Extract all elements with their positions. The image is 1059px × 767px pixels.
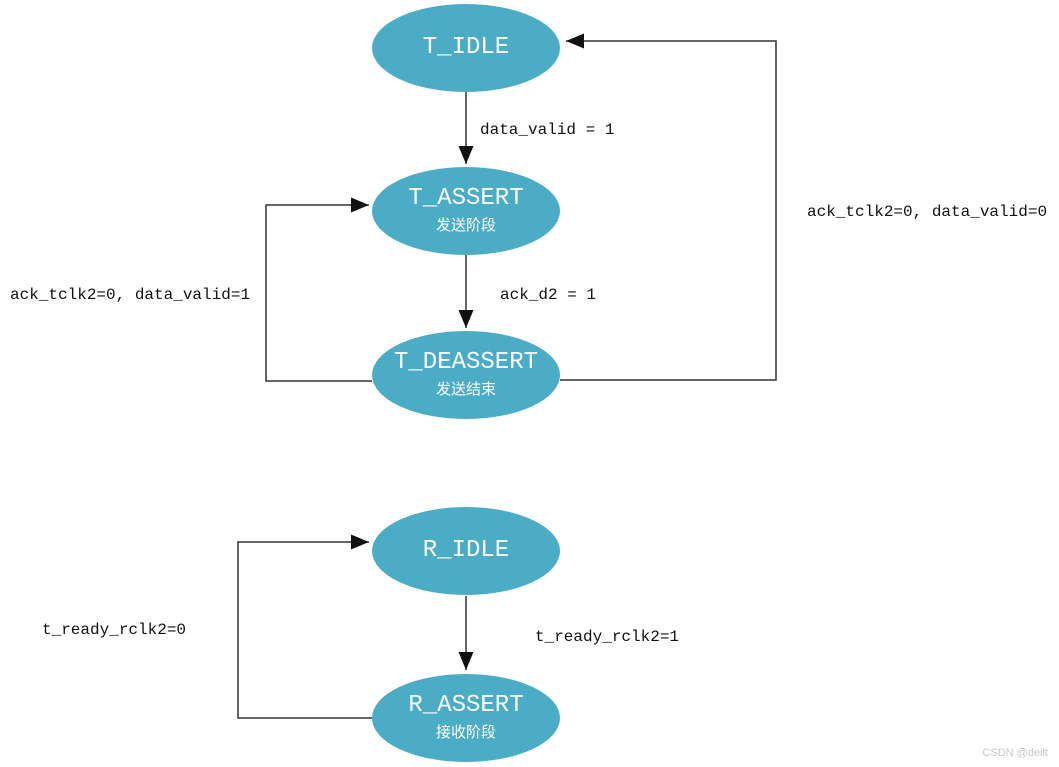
state-node-t-assert: T_ASSERT 发送阶段 [372,167,560,255]
arrow-t-deassert-to-t-idle [560,33,777,381]
transition-label-data-valid: data_valid = 1 [480,121,615,139]
state-subtitle: 发送结束 [435,382,496,400]
state-node-t-deassert: T_DEASSERT 发送结束 [372,331,560,419]
state-node-t-idle: T_IDLE [372,4,560,92]
state-title: T_ASSERT [408,185,524,213]
csdn-watermark: CSDN @deilt [982,747,1048,759]
transition-label-t-ready-rclk2-1: t_ready_rclk2=1 [535,628,680,646]
state-title: R_ASSERT [408,692,524,720]
transition-label-ack-d2: ack_d2 = 1 [500,286,597,304]
transition-label-ack-tclk2-data-valid-0: ack_tclk2=0, data_valid=0 [807,203,1048,221]
state-title: T_IDLE [422,34,510,62]
state-node-r-idle: R_IDLE [372,507,560,595]
transition-label-t-ready-rclk2-0: t_ready_rclk2=0 [42,621,187,639]
state-node-r-assert: R_ASSERT 接收阶段 [372,674,560,762]
state-title: R_IDLE [422,537,510,565]
state-subtitle: 接收阶段 [435,725,496,743]
arrow-t-deassert-to-t-assert [265,197,372,382]
state-title: T_DEASSERT [393,349,539,377]
transition-label-ack-tclk2-data-valid-1: ack_tclk2=0, data_valid=1 [10,286,251,304]
state-subtitle: 发送阶段 [435,218,496,236]
arrow-r-assert-to-r-idle [237,534,372,719]
